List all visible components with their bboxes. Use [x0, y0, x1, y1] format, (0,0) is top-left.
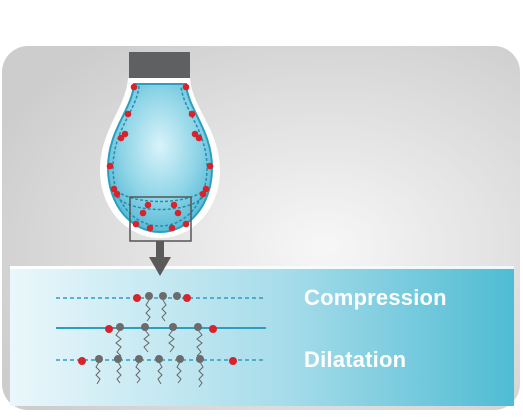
- down-arrow-icon: [149, 241, 171, 276]
- dilatation-label: Dilatation: [304, 347, 407, 372]
- pendant-drop-icon: [106, 83, 214, 234]
- drop-molecules: [106, 83, 214, 232]
- equilibrium-row: [56, 323, 266, 357]
- molecular-panel: [10, 266, 514, 406]
- compression-row: [56, 292, 266, 322]
- dilatation-row: [56, 355, 266, 388]
- capillary-icon: [129, 52, 190, 82]
- compression-label: Compression: [304, 285, 447, 310]
